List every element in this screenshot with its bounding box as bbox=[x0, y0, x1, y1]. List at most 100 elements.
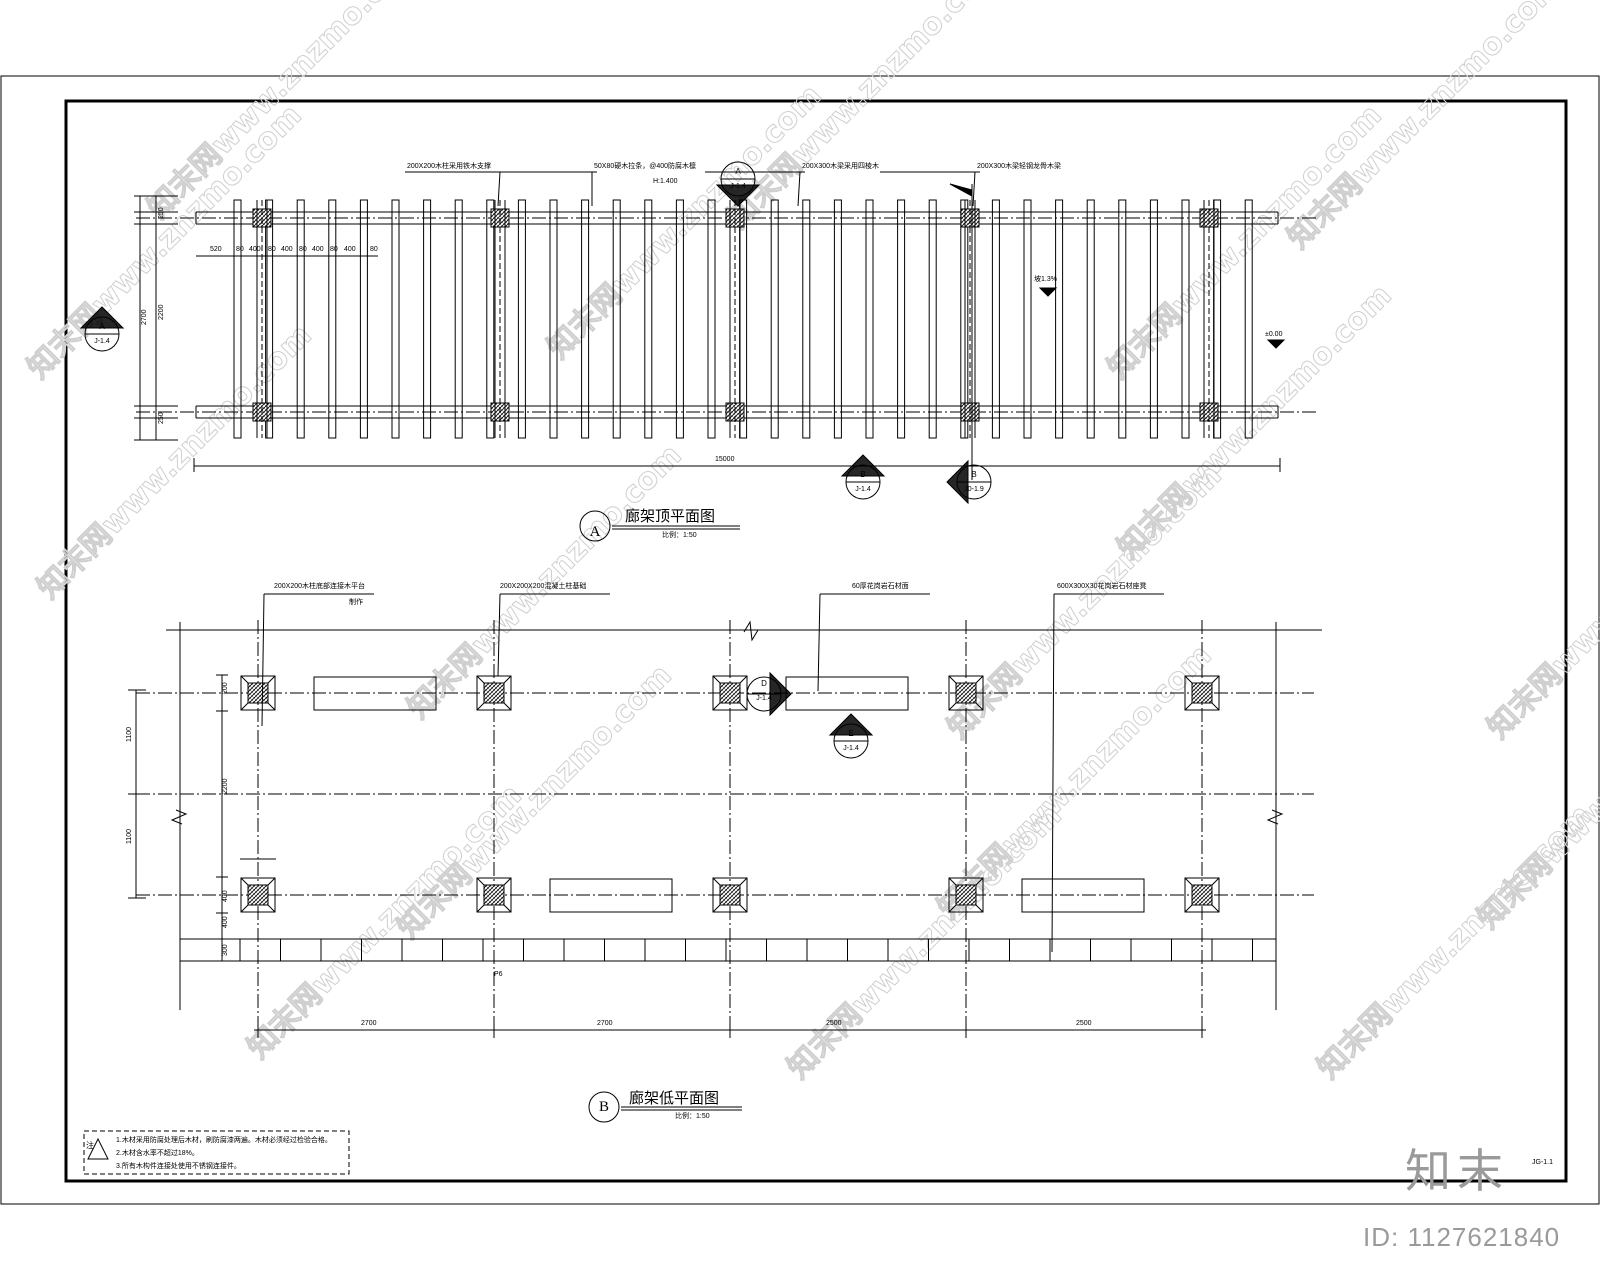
dim-a-top-10: 80 bbox=[370, 246, 378, 253]
callout-b-1: 200X200木柱底部连接木平台 bbox=[274, 581, 365, 590]
base-chamfer bbox=[476, 702, 485, 711]
dim-a-top-4: 80 bbox=[268, 246, 276, 253]
base-chamfer bbox=[267, 675, 276, 684]
slope-label: 坡1.3% bbox=[1034, 274, 1057, 283]
base-chamfer bbox=[712, 702, 721, 711]
base-chamfer bbox=[1211, 675, 1220, 684]
column-post bbox=[719, 682, 741, 704]
break-mark bbox=[743, 620, 759, 642]
column-base bbox=[476, 877, 512, 913]
callout-a-2: 50X80硬木拉条，@400防腐木檩 bbox=[594, 161, 696, 170]
base-chamfer bbox=[267, 877, 276, 886]
section-mark-3-id: B bbox=[860, 470, 865, 479]
base-chamfer bbox=[975, 675, 984, 684]
inner-border bbox=[64, 99, 1568, 1183]
base-chamfer bbox=[739, 877, 748, 886]
base-chamfer bbox=[948, 904, 957, 913]
plan-a-marker-circle bbox=[579, 510, 611, 542]
callout-a-sub: H:1.400 bbox=[653, 178, 678, 185]
base-chamfer bbox=[476, 904, 485, 913]
section-mark-5-ref: J-1.4 bbox=[756, 695, 772, 702]
column-base bbox=[948, 675, 984, 711]
notes-triangle bbox=[87, 1137, 109, 1160]
base-chamfer bbox=[948, 877, 957, 886]
base-chamfer bbox=[739, 675, 748, 684]
base-chamfer bbox=[712, 675, 721, 684]
rafter bbox=[897, 199, 906, 439]
note-line-3: 3.所有木构件连接处使用不锈钢连接件。 bbox=[116, 1161, 241, 1170]
base-chamfer bbox=[948, 675, 957, 684]
base-chamfer bbox=[1211, 702, 1220, 711]
leader-line bbox=[817, 593, 821, 692]
leader-line bbox=[497, 593, 501, 677]
leader-line bbox=[797, 171, 801, 207]
notes-mark: 注 bbox=[86, 1140, 94, 1150]
dim-b-small-2: 400 bbox=[222, 890, 229, 902]
base-chamfer bbox=[712, 877, 721, 886]
dim-a-top-8: 80 bbox=[330, 246, 338, 253]
column-post bbox=[483, 682, 505, 704]
level-arrow bbox=[1266, 339, 1286, 349]
column-post bbox=[1191, 884, 1213, 906]
base-chamfer bbox=[267, 904, 276, 913]
rafter bbox=[1086, 199, 1095, 439]
column-base bbox=[712, 877, 748, 913]
section-arrow bbox=[715, 184, 761, 207]
rafter bbox=[328, 199, 337, 439]
watermark-text: 知末网www.znzmo.com bbox=[241, 778, 529, 1066]
watermark-text: 知末网www.znzmo.com bbox=[1281, 0, 1569, 256]
rafter bbox=[612, 199, 621, 439]
rafter bbox=[1023, 199, 1032, 439]
rafter bbox=[581, 199, 590, 439]
rafter bbox=[1181, 199, 1190, 439]
section-mark-2-ref: J-1.4 bbox=[94, 338, 110, 345]
base-chamfer bbox=[476, 877, 485, 886]
rafter bbox=[707, 199, 716, 439]
image-id-label: ID: 1127621840 bbox=[1363, 1222, 1561, 1252]
break-mark bbox=[1266, 809, 1284, 825]
sheet-number: JG-1.1 bbox=[1532, 1159, 1553, 1166]
rafter bbox=[675, 199, 684, 439]
base-chamfer bbox=[1211, 904, 1220, 913]
section-mark-6-id: E bbox=[848, 729, 853, 738]
dim-a-total: 15000 bbox=[715, 456, 735, 463]
rafter bbox=[265, 199, 274, 439]
section-arrow bbox=[946, 459, 969, 505]
base-chamfer bbox=[240, 877, 249, 886]
rafter bbox=[1244, 199, 1253, 439]
leader-line bbox=[261, 593, 265, 727]
section-mark-4-ref: J0-1.9 bbox=[964, 486, 984, 493]
column-post bbox=[719, 884, 741, 906]
base-chamfer bbox=[975, 877, 984, 886]
base-chamfer bbox=[975, 904, 984, 913]
section-arrow bbox=[840, 454, 886, 477]
rafter bbox=[486, 199, 495, 439]
base-chamfer bbox=[1184, 877, 1193, 886]
plan-b-scale: 比例：1:50 bbox=[675, 1111, 710, 1120]
callout-a-3: 200X300木梁采用四棱木 bbox=[802, 161, 879, 170]
column-base bbox=[948, 877, 984, 913]
rafter bbox=[549, 199, 558, 439]
bench bbox=[549, 878, 673, 913]
base-chamfer bbox=[476, 675, 485, 684]
rafter bbox=[296, 199, 305, 439]
base-chamfer bbox=[240, 904, 249, 913]
column-post bbox=[247, 884, 269, 906]
section-mark-1-ref: J-1.4 bbox=[730, 183, 746, 190]
dim-b-small-4: 300 bbox=[222, 944, 229, 956]
callout-a-4: 200X300木梁轻钢龙骨木梁 bbox=[977, 161, 1061, 170]
base-chamfer bbox=[1211, 877, 1220, 886]
base-chamfer bbox=[503, 702, 512, 711]
dim-a-side-3: 250 bbox=[158, 412, 165, 424]
base-chamfer bbox=[503, 877, 512, 886]
section-arrow bbox=[79, 306, 125, 329]
dim-a-top-6: 80 bbox=[299, 246, 307, 253]
rafter bbox=[423, 199, 432, 439]
plan-a-scale: 比例：1:50 bbox=[662, 530, 697, 539]
callout-a-1: 200X200木柱采用铁木支撑 bbox=[407, 161, 491, 170]
slope-arrow bbox=[1038, 287, 1058, 297]
rafter bbox=[960, 199, 969, 439]
base-chamfer bbox=[712, 904, 721, 913]
base-chamfer bbox=[267, 702, 276, 711]
dim-b-bottom-4: 2500 bbox=[1076, 1020, 1092, 1027]
